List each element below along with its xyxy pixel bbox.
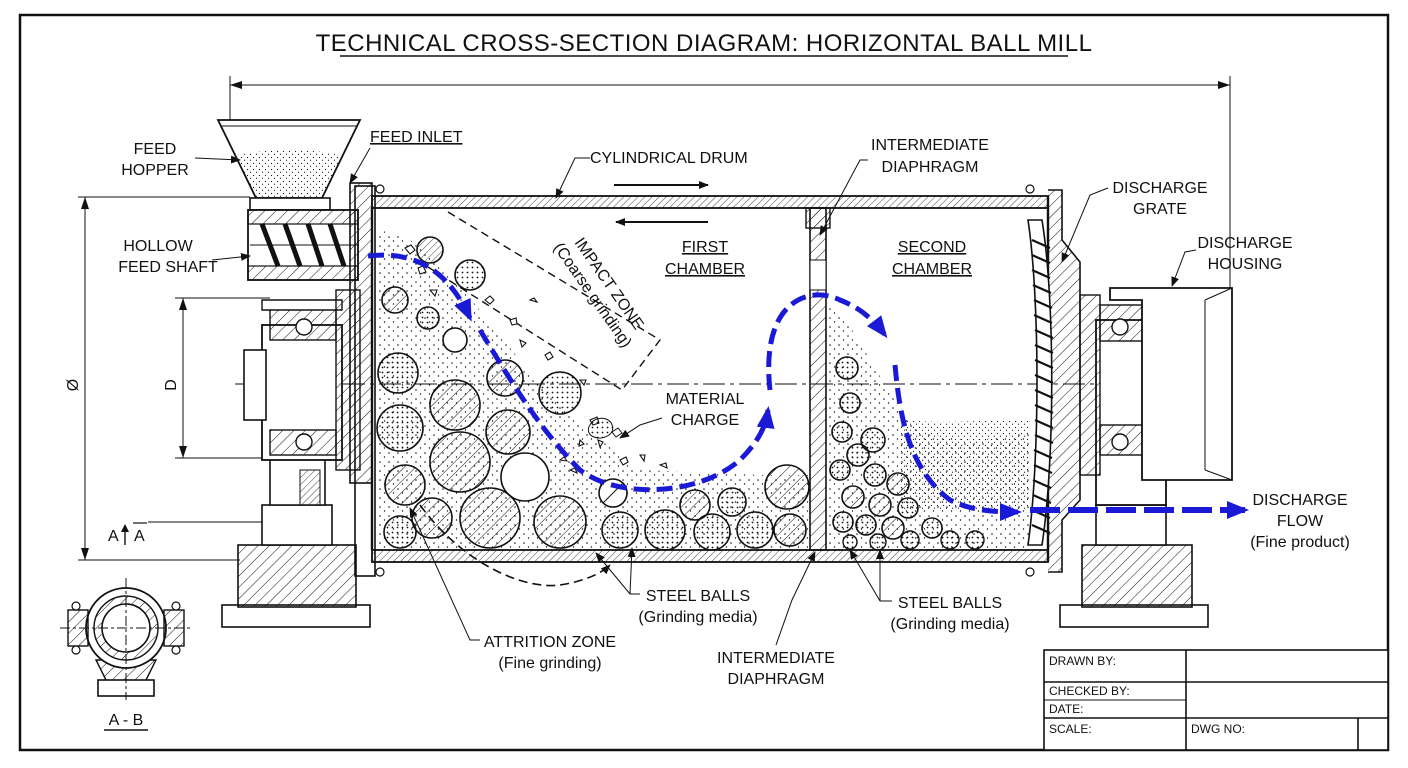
dwg-no-field: DWG NO: [1191,722,1245,736]
scale-field: SCALE: [1049,722,1092,736]
label-impact-zone: IMPACT ZONE (Coarse grinding) [550,235,647,351]
label-discharge-housing: DISCHARGE HOUSING [1171,235,1293,287]
diagram-title: TECHNICAL CROSS-SECTION DIAGRAM: HORIZON… [316,30,1093,57]
svg-text:DIAPHRAGM: DIAPHRAGM [728,671,825,688]
svg-text:ATTRITION ZONE: ATTRITION ZONE [484,634,616,651]
svg-text:CHAMBER: CHAMBER [892,261,972,278]
svg-text:A: A [108,528,119,545]
label-steel-balls-second: STEEL BALLS (Grinding media) [849,549,1010,633]
feed-hopper [216,119,362,211]
drawing-border [18,13,1390,752]
svg-text:INTERMEDIATE: INTERMEDIATE [871,137,989,154]
label-intermediate-diaphragm-bottom: INTERMEDIATE DIAPHRAGM [717,551,835,688]
svg-text:CYLINDRICAL DRUM: CYLINDRICAL DRUM [590,150,748,167]
steel-balls-second [829,356,985,551]
impact-zone-box [419,211,662,391]
svg-text:MATERIAL: MATERIAL [666,391,745,408]
svg-text:SECOND: SECOND [898,239,966,256]
label-feed-inlet: FEED INLET [349,129,463,184]
title-block: DRAWN BY: CHECKED BY: DATE: SCALE: DWG N… [1043,649,1389,751]
checked-by-field: CHECKED BY: [1049,684,1130,698]
svg-text:DISCHARGE: DISCHARGE [1112,180,1207,197]
section-ab-label: A - B [109,712,144,729]
svg-text:STEEL BALLS: STEEL BALLS [898,595,1002,612]
svg-text:DIAPHRAGM: DIAPHRAGM [882,159,979,176]
svg-text:CHARGE: CHARGE [671,412,739,429]
discharge-housing [1109,287,1233,481]
material-flow-path [367,252,1249,521]
svg-text:A: A [134,528,145,545]
label-first-chamber: FIRST CHAMBER [665,239,745,278]
svg-text:FEED INLET: FEED INLET [370,129,463,146]
label-feed-hopper: FEED HOPPER [121,141,241,179]
svg-text:FIRST: FIRST [682,239,728,256]
svg-text:(Grinding media): (Grinding media) [638,609,757,626]
svg-text:GRATE: GRATE [1133,201,1187,218]
label-discharge-grate: DISCHARGE GRATE [1061,180,1208,263]
svg-text:HOUSING: HOUSING [1208,256,1283,273]
label-second-chamber: SECOND CHAMBER [892,239,972,278]
label-discharge-flow: DISCHARGE FLOW (Fine product) [1250,492,1350,551]
svg-text:STEEL BALLS: STEEL BALLS [646,588,750,605]
label-cylindrical-drum: CYLINDRICAL DRUM [555,150,748,199]
intermediate-diaphragm [805,207,831,551]
label-material-charge: MATERIAL CHARGE [619,391,745,439]
inner-diameter-dimension: D [163,297,270,459]
svg-text:(Fine grinding): (Fine grinding) [498,655,601,672]
label-hollow-feed-shaft: HOLLOW FEED SHAFT [118,238,251,276]
svg-text:(Grinding media): (Grinding media) [890,616,1009,633]
left-support [221,289,371,628]
drawn-by-field: DRAWN BY: [1049,654,1116,668]
svg-text:CHAMBER: CHAMBER [665,261,745,278]
discharge-grate [1027,219,1054,546]
svg-text:HOPPER: HOPPER [121,162,189,179]
section-marker-aa: A A [108,521,262,545]
svg-text:HOLLOW: HOLLOW [123,238,193,255]
date-field: DATE: [1049,702,1083,716]
svg-text:FEED: FEED [134,141,177,158]
steel-balls-first [376,236,810,551]
inner-diameter-label: D [163,379,180,391]
outer-diameter-label: Ø [65,379,82,391]
cascade-path [419,504,611,587]
label-steel-balls-first: STEEL BALLS (Grinding media) [595,547,758,626]
svg-text:FLOW: FLOW [1277,513,1324,530]
section-view-ab: A - B [60,578,192,731]
svg-text:INTERMEDIATE: INTERMEDIATE [717,650,835,667]
label-attrition-zone: ATTRITION ZONE (Fine grinding) [409,507,616,672]
svg-text:(Fine product): (Fine product) [1250,534,1350,551]
svg-text:FEED SHAFT: FEED SHAFT [118,259,218,276]
label-intermediate-diaphragm-top: INTERMEDIATE DIAPHRAGM [819,137,989,236]
svg-text:DISCHARGE: DISCHARGE [1252,492,1347,509]
ore-fragments [404,244,668,475]
svg-text:DISCHARGE: DISCHARGE [1197,235,1292,252]
outer-diameter-dimension: Ø [65,196,250,561]
rotation-arrows [614,181,709,226]
